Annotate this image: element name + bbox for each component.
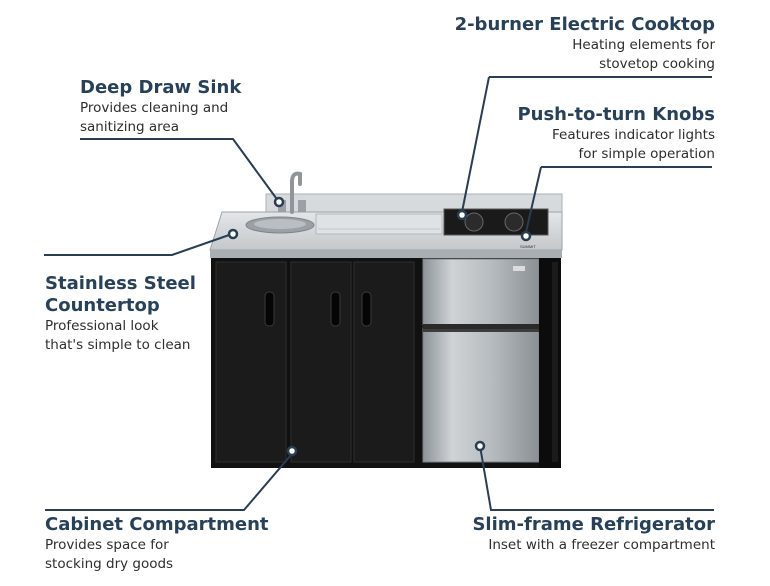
callout-sink: Deep Draw Sink Provides cleaning and san…: [80, 77, 241, 137]
callout-fridge: Slim-frame Refrigerator Inset with a fre…: [472, 514, 715, 555]
fridge-door: [422, 327, 540, 463]
callout-knobs-desc-2: for simple operation: [578, 146, 715, 162]
callout-fridge-desc-1: Inset with a freezer compartment: [488, 537, 715, 553]
marker-fridge: [474, 440, 486, 452]
callout-cabinet-title: Cabinet Compartment: [45, 514, 269, 535]
marker-knobs: [520, 230, 532, 242]
brand-badge: SUMMIT: [520, 244, 536, 249]
callout-countertop-title-2: Countertop: [45, 295, 160, 316]
callout-countertop: Stainless Steel Countertop Professional …: [45, 273, 196, 355]
callout-sink-desc-2: sanitizing area: [80, 119, 180, 135]
marker-countertop: [227, 228, 239, 240]
callout-fridge-title: Slim-frame Refrigerator: [472, 514, 715, 535]
marker-cooktop: [456, 209, 468, 221]
marker-cabinet: [286, 445, 298, 457]
callout-cabinet: Cabinet Compartment Provides space for s…: [45, 514, 269, 574]
drainboard: [315, 213, 443, 235]
callout-cooktop-desc-1: Heating elements for: [572, 37, 715, 53]
callout-cabinet-desc-2: stocking dry goods: [45, 556, 174, 572]
callout-sink-desc-1: Provides cleaning and: [80, 100, 229, 116]
faucet: [290, 171, 302, 214]
callout-cooktop-title: 2-burner Electric Cooktop: [454, 14, 715, 35]
marker-sink: [273, 196, 285, 208]
callout-sink-title: Deep Draw Sink: [80, 77, 242, 98]
callout-knobs-desc-1: Features indicator lights: [551, 127, 715, 143]
callout-countertop-desc-1: Professional look: [45, 318, 159, 334]
callout-cooktop-desc-2: stovetop cooking: [599, 56, 715, 72]
callout-countertop-title-1: Stainless Steel: [45, 273, 196, 294]
callout-knobs-title: Push-to-turn Knobs: [517, 104, 715, 125]
countertop-edge: [210, 250, 562, 258]
callout-cooktop: 2-burner Electric Cooktop Heating elemen…: [455, 14, 715, 74]
callout-cabinet-desc-1: Provides space for: [45, 537, 169, 553]
callout-knobs: Push-to-turn Knobs Features indicator li…: [517, 104, 715, 164]
callout-countertop-desc-2: that's simple to clean: [45, 337, 191, 353]
